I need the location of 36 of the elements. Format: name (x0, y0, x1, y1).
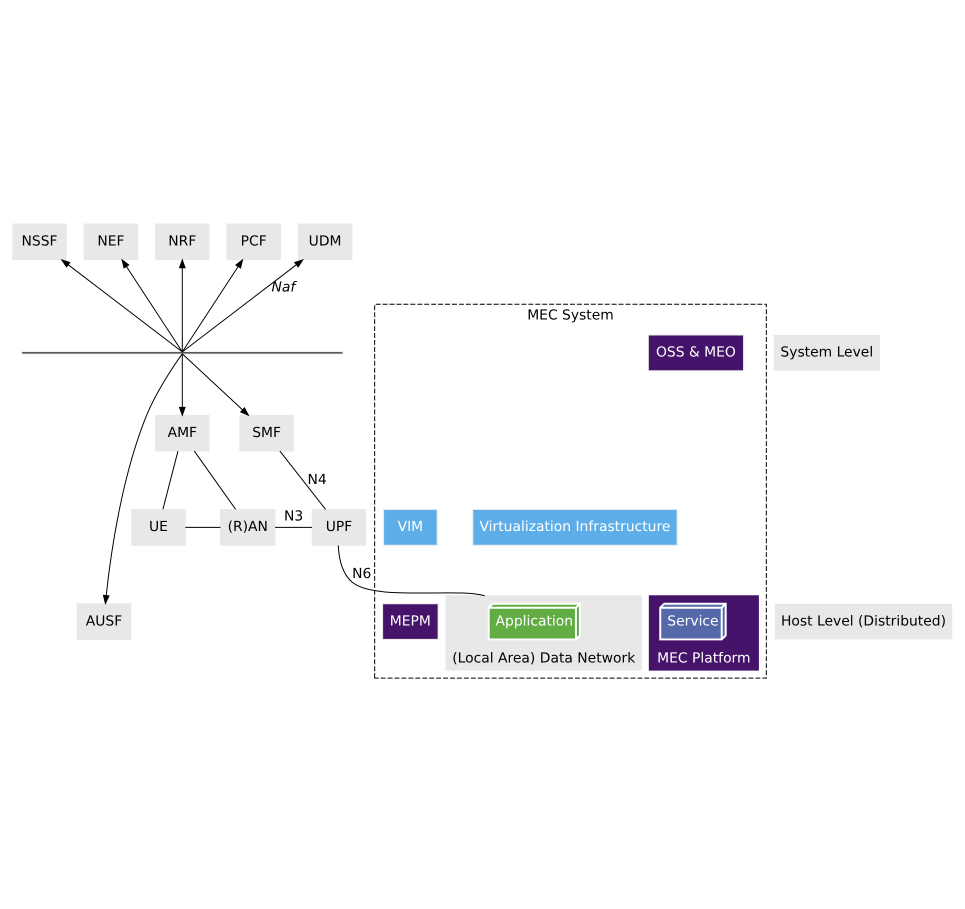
connector (194, 450, 236, 510)
node-box: UDM (298, 222, 352, 260)
connector (274, 526, 312, 528)
edge-label: N3 (284, 508, 304, 524)
arrow (60, 258, 183, 352)
node-box: MEPM (382, 602, 439, 640)
connector (184, 526, 221, 528)
node-box: VIM (383, 508, 438, 546)
edge-label: N6 (352, 566, 372, 582)
node-box: AUSF (76, 602, 132, 640)
arrow (182, 258, 304, 352)
connector (162, 450, 178, 510)
node-box: PCF (226, 222, 281, 260)
arrow (121, 258, 183, 352)
node-bar (21, 350, 344, 354)
node-box: NEF (84, 222, 138, 260)
arrow (178, 258, 186, 352)
node-box: UPF (312, 508, 366, 546)
arrow (178, 352, 186, 416)
arrow (182, 258, 244, 352)
arrow (102, 352, 183, 604)
node-box: (R)AN (220, 508, 276, 546)
label: Host Level (Distributed) (780, 612, 946, 629)
node-box: Virtualization Infrastructure (472, 508, 678, 546)
node-box: NRF (155, 222, 210, 260)
node-box: OSS & MEO (648, 334, 744, 371)
edge-label: N4 (308, 471, 327, 488)
node-box: NSSF (12, 222, 67, 260)
edge-label: Naf (272, 279, 296, 296)
node-box: AMF (155, 414, 210, 452)
connector (279, 450, 326, 510)
arrow (182, 352, 250, 416)
node-box: UE (131, 508, 186, 546)
node-box: SMF (239, 414, 294, 452)
label: System Level (780, 344, 874, 360)
connector (338, 544, 486, 596)
